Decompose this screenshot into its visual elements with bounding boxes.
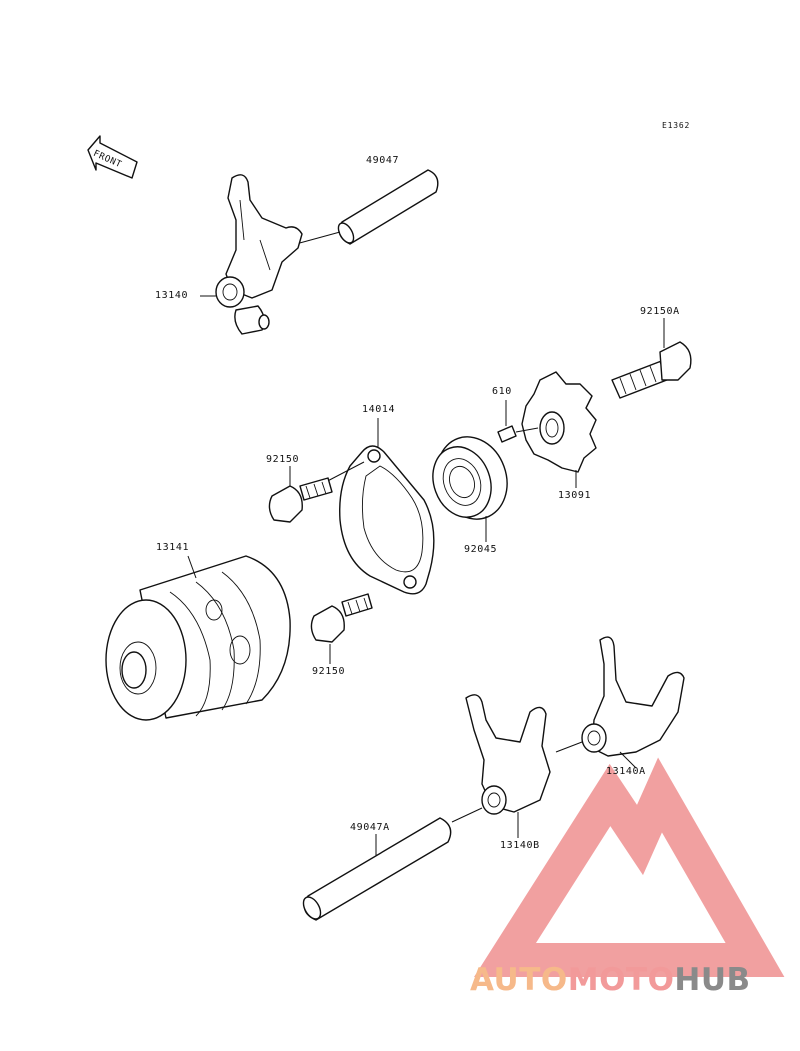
label-92150-top: 92150 — [266, 454, 300, 465]
part-13140B-fork — [451, 694, 551, 838]
label-92150-bottom: 92150 — [312, 666, 346, 677]
label-610: 610 — [492, 386, 512, 397]
watermark-logo — [474, 757, 785, 977]
part-13140A-fork — [555, 636, 685, 769]
part-14014-gasket — [317, 418, 435, 595]
label-13140B: 13140B — [500, 840, 540, 851]
label-92045: 92045 — [464, 544, 498, 555]
label-13091: 13091 — [558, 490, 592, 501]
part-49047-shaft — [295, 169, 439, 245]
part-13140-fork — [200, 174, 303, 335]
part-92150-bottom-bolt — [310, 593, 373, 664]
label-92150A: 92150A — [640, 306, 680, 317]
watermark-part1: AUTO — [470, 962, 568, 998]
part-92150-top-bolt — [268, 466, 333, 523]
part-610-pin — [497, 400, 517, 443]
front-arrow-icon — [87, 135, 138, 179]
label-49047A: 49047A — [350, 822, 390, 833]
label-13141: 13141 — [156, 542, 190, 553]
label-14014: 14014 — [362, 404, 396, 415]
watermark-part2: MOTO — [567, 962, 675, 998]
label-13140: 13140 — [155, 290, 189, 301]
part-13091-plate — [515, 371, 597, 488]
watermark-part3: HUB — [674, 962, 751, 998]
watermark-text: AUTOMOTOHUB — [470, 960, 751, 1000]
diagram-code: E1362 — [662, 121, 691, 130]
label-13140A: 13140A — [606, 766, 646, 777]
part-13141-drum — [105, 555, 291, 721]
part-92045-bearing — [432, 436, 508, 542]
part-49047A-shaft — [302, 817, 452, 921]
label-49047: 49047 — [366, 155, 400, 166]
part-92150A-bolt — [611, 318, 692, 399]
